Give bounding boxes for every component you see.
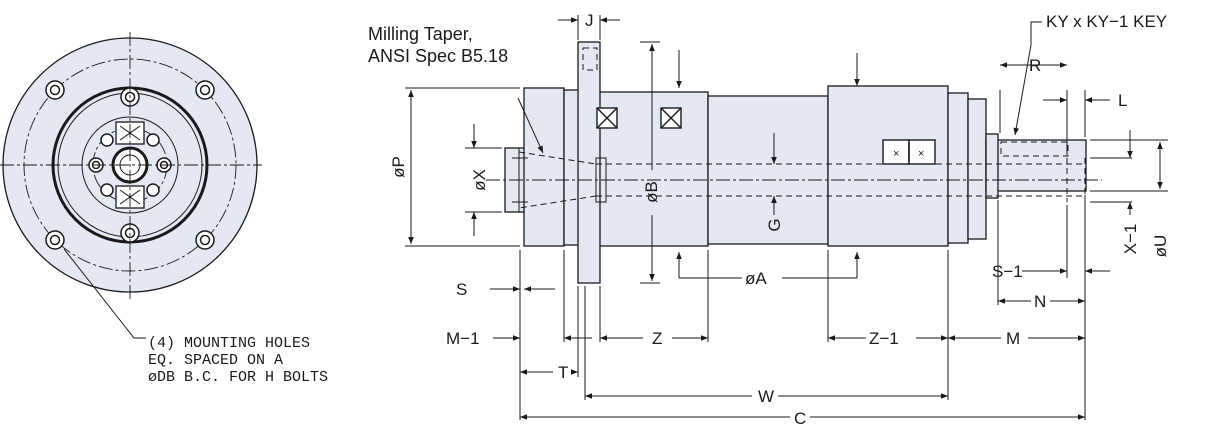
- dim-M1: M−1: [446, 329, 480, 348]
- mounting-note-line2: EQ. SPACED ON A: [148, 352, 283, 369]
- dim-Z1: Z−1: [869, 329, 899, 348]
- dim-C: C: [794, 409, 806, 427]
- lube-x-mark: ×: [893, 148, 899, 160]
- front-view: (4) MOUNTING HOLES EQ. SPACED ON A øDB B…: [0, 32, 328, 386]
- rear-cap: [947, 92, 969, 244]
- dim-A: øA: [745, 269, 767, 288]
- key-label: KY x KY−1 KEY: [1046, 12, 1167, 31]
- dim-Z: Z: [652, 329, 662, 348]
- dimension-lines: [408, 17, 1163, 420]
- dim-J: J: [585, 11, 594, 30]
- extension-lines: [405, 15, 1168, 420]
- dim-S1: S−1: [992, 262, 1023, 281]
- dim-T: T: [558, 363, 568, 382]
- keyway: [1000, 141, 1069, 157]
- mounting-leader: [63, 248, 146, 339]
- housing-rear: [827, 85, 949, 247]
- dim-X1: X−1: [1121, 224, 1140, 255]
- dim-B: øB: [642, 181, 661, 203]
- dim-M: M: [1006, 329, 1020, 348]
- dim-N: N: [1034, 292, 1046, 311]
- rear-ring: [967, 98, 987, 240]
- rear-shaft: [985, 139, 1087, 192]
- dim-W: W: [758, 387, 774, 406]
- spindle-nose: [523, 87, 565, 247]
- flange-hole: [582, 47, 598, 71]
- mounting-note-line3: øDB B.C. FOR H BOLTS: [148, 369, 328, 386]
- dim-L: L: [1118, 91, 1127, 110]
- lube-x-mark: ×: [918, 148, 924, 160]
- side-view: × ×: [405, 15, 1168, 420]
- dim-P: øP: [389, 156, 408, 178]
- dim-U: øU: [1151, 235, 1170, 258]
- milling-taper-label: Milling Taper,: [368, 24, 473, 44]
- taper-leader: [517, 97, 544, 154]
- dim-R: R: [1029, 56, 1041, 75]
- lube-port-symbols: [596, 107, 936, 165]
- mounting-note-line1: (4) MOUNTING HOLES: [148, 335, 310, 352]
- dim-X: øX: [470, 169, 489, 191]
- milling-taper-spec: ANSI Spec B5.18: [368, 46, 508, 66]
- dim-G: G: [765, 218, 784, 231]
- key-leader: [1013, 21, 1042, 136]
- dim-S: S: [456, 280, 467, 299]
- shaft-collar: [985, 133, 999, 199]
